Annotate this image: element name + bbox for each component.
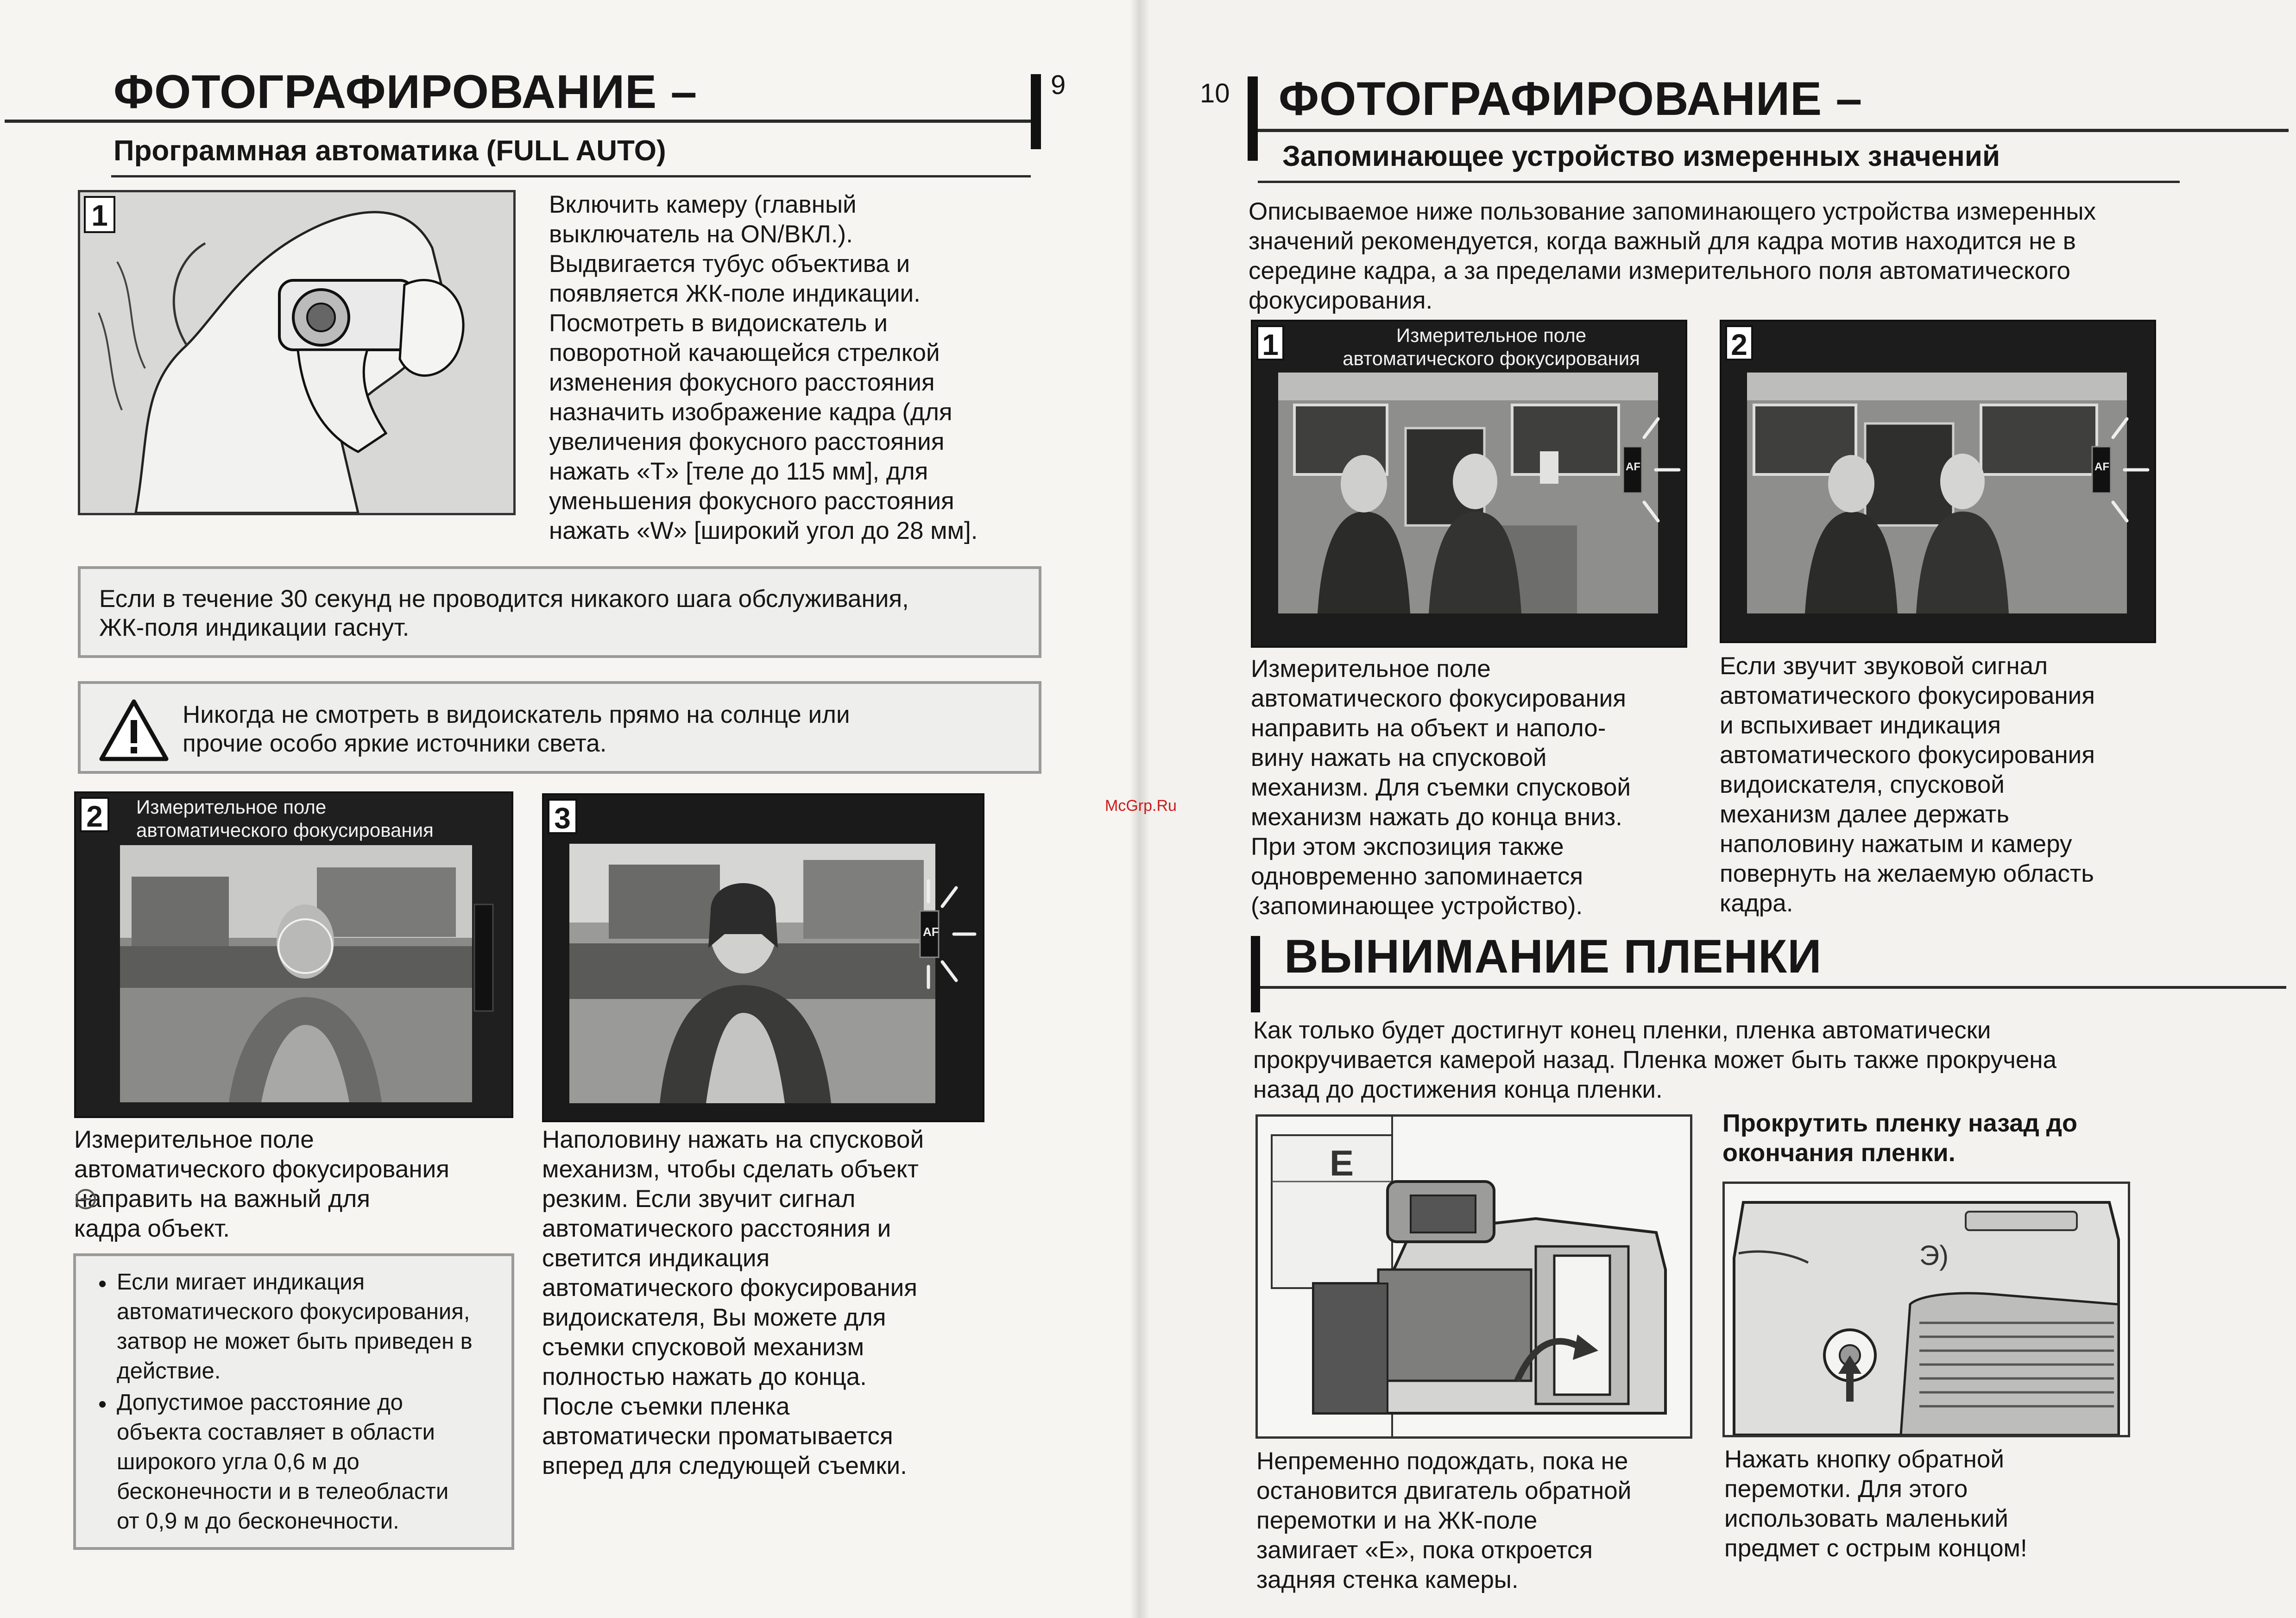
step1-number-badge: 1 <box>84 196 115 233</box>
camera-open-back-drawing <box>1258 1117 1690 1436</box>
memory-intro-text: Описываемое ниже пользование запоминающе… <box>1249 198 2096 314</box>
lcd-blinking-e-symbol: E <box>1330 1143 1354 1183</box>
right-page-number: 10 <box>1200 78 1230 108</box>
camera-back-illustration: E <box>1255 1114 1692 1439</box>
tips-box: • Если мигает индикация автоматического … <box>73 1253 514 1550</box>
left-page-number: 9 <box>1051 70 1066 100</box>
blurry-portrait-image <box>76 793 511 1116</box>
step2-af-field-label: Измерительное поле автоматического фокус… <box>136 796 434 841</box>
left-subtitle-rule <box>111 175 1031 177</box>
step3-text: Наполовину нажать на спусковой механизм,… <box>542 1126 924 1479</box>
page-gutter <box>1130 0 1149 1618</box>
left-page-title: ФОТОГРАФИРОВАНИЕ – <box>114 65 698 118</box>
left-page-subtitle: Программная автоматика (FULL AUTO) <box>114 135 666 167</box>
watermark-text: McGrp.Ru <box>1105 797 1177 815</box>
step2-text: Измерительное поле автоматического фокус… <box>74 1126 449 1242</box>
warning-note-text: Никогда не смотреть в видоискатель прямо… <box>183 701 850 757</box>
memory-photo-1-af-indicator: AF <box>1626 461 1640 473</box>
film-section-rule <box>1260 986 2286 989</box>
memory-photo-2: 2 AF <box>1720 320 2156 643</box>
step2-number-badge: 2 <box>80 797 109 833</box>
sharp-portrait-image <box>544 795 983 1120</box>
two-women-house-image <box>1253 322 1685 646</box>
right-page-marker-bar <box>1248 76 1258 161</box>
left-page-marker-bar <box>1031 74 1041 149</box>
film-section-marker-bar <box>1251 936 1260 1012</box>
step3-af-indicator: AF <box>923 925 939 939</box>
left-title-rule <box>5 120 1031 123</box>
af-flash-rays-icon <box>927 879 977 989</box>
rewind-symbol: Э) <box>1919 1240 1949 1271</box>
memory-photo-2-text: Если звучит звуковой сигнал автоматическ… <box>1720 652 2095 917</box>
tips-bullet-2: Допустимое расстояние до объекта составл… <box>117 1390 449 1534</box>
rewind-heading: Прокрутить пленку назад до окончания пле… <box>1722 1109 2077 1167</box>
rewind-button-caption: Нажать кнопку обратной перемотки. Для эт… <box>1724 1446 2027 1562</box>
film-intro-text: Как только будет достигнут конец пленки,… <box>1253 1017 2057 1103</box>
step3-number-badge: 3 <box>548 799 577 835</box>
info-note-text: Если в течение 30 секунд не проводится н… <box>99 585 909 641</box>
person-with-camera-drawing <box>80 192 513 513</box>
info-note-box: Если в течение 30 секунд не проводится н… <box>78 566 1041 658</box>
tips-bullet-marker: • <box>98 1391 107 1418</box>
warning-triangle-icon <box>99 699 169 761</box>
right-page-subtitle: Запоминающее устройство измеренных значе… <box>1282 140 2000 172</box>
tips-bullet-marker: • <box>98 1270 107 1297</box>
step1-illustration: 1 <box>78 190 516 515</box>
film-section-title: ВЫНИМАНИЕ ПЛЕНКИ <box>1284 930 1822 983</box>
af-frame-icon <box>76 1189 96 1209</box>
warning-note-box: Никогда не смотреть в видоискатель прямо… <box>78 681 1041 774</box>
memory-photo-1-text: Измерительное поле автоматического фокус… <box>1251 655 1631 920</box>
rewind-button-illustration: Э) <box>1722 1182 2130 1437</box>
step1-text: Включить камеру (главный выключатель на … <box>549 191 978 544</box>
right-title-rule <box>1258 129 2289 132</box>
tips-bullet-1: Если мигает индикация автоматического фо… <box>117 1270 473 1384</box>
memory-photo-1-af-label: Измерительное поле автоматического фокус… <box>1343 324 1640 369</box>
right-subtitle-rule <box>1258 181 2180 183</box>
memory-photo-2-af-indicator: AF <box>2094 461 2109 473</box>
memory-photo-2-number-badge: 2 <box>1725 325 1753 361</box>
rewind-button-drawing <box>1725 1184 2128 1435</box>
two-women-house-shifted-image <box>1722 322 2154 641</box>
right-page-title: ФОТОГРАФИРОВАНИЕ – <box>1279 72 1863 125</box>
step3-viewfinder-photo: 3 AF <box>542 793 984 1122</box>
step2-viewfinder-photo: 2 Измерительное поле автоматического фок… <box>74 791 513 1118</box>
camera-back-caption: Непременно подождать, пока не остановитс… <box>1256 1447 1632 1593</box>
memory-photo-1: 1 Измерительное поле автоматического фок… <box>1251 320 1687 648</box>
memory-photo-1-number-badge: 1 <box>1256 325 1284 361</box>
